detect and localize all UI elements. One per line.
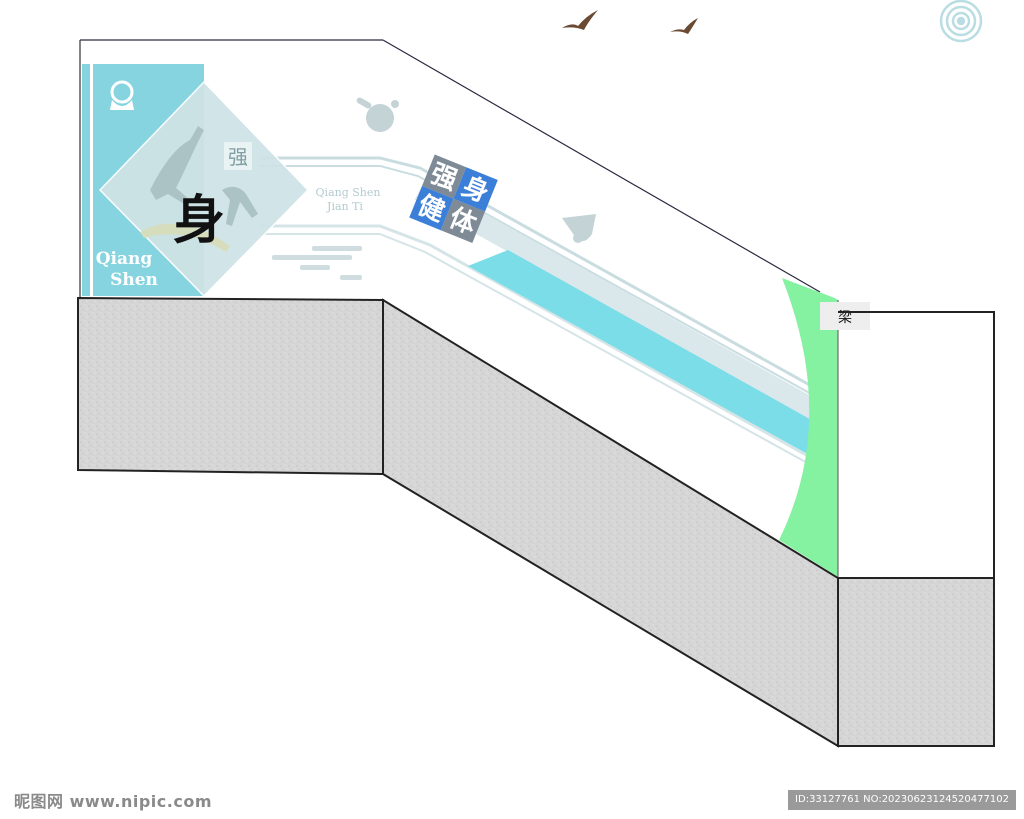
small-char-tile: [224, 142, 252, 170]
slogan-tiles: 强 身 健 体: [409, 154, 498, 243]
left-panel-stripe: [90, 64, 93, 296]
bird-icon: [562, 10, 598, 30]
watermark-right: ID:33127761 NO:20230623124520477102: [788, 790, 1016, 810]
concentric-circles-icon: [939, 0, 983, 43]
watermark-left: 昵图网 www.nipic.com: [14, 792, 212, 811]
slogan-tile-2: [453, 167, 498, 212]
diamond-panel: [98, 80, 310, 298]
beam-label: 梁: [838, 310, 852, 326]
slogan-tile-4: [440, 198, 486, 243]
green-accent-shape: [779, 278, 838, 578]
slogan-tile-1: [422, 154, 467, 199]
stair-slab-right: [837, 577, 995, 747]
ribbon-emblem-icon: [110, 80, 134, 110]
beam-label-box: [820, 302, 870, 330]
wall-slope-edge: [382, 39, 821, 293]
dash-marks: [272, 246, 362, 280]
stair-slab-left: [77, 296, 384, 476]
right-wall-outline: [838, 311, 995, 579]
decorative-stripes: [260, 156, 838, 493]
panel-pinyin-line1: Qiang: [96, 249, 153, 269]
shuttlecock-icon: [562, 214, 596, 243]
panel-small-char: 强: [228, 145, 248, 169]
panel-big-char: 身: [173, 190, 225, 251]
slogan-tile-3: [409, 186, 454, 231]
ping-pong-paddle-icon: [356, 97, 399, 132]
cyan-band: [468, 250, 838, 472]
panel-pinyin-line2: Shen: [110, 270, 158, 290]
bird-icon: [670, 18, 698, 34]
slogan-pinyin-line1: Qiang Shen: [316, 186, 381, 199]
athlete-silhouette-icon: [140, 126, 258, 252]
slogan-pinyin-line2: Jian Ti: [326, 200, 363, 213]
